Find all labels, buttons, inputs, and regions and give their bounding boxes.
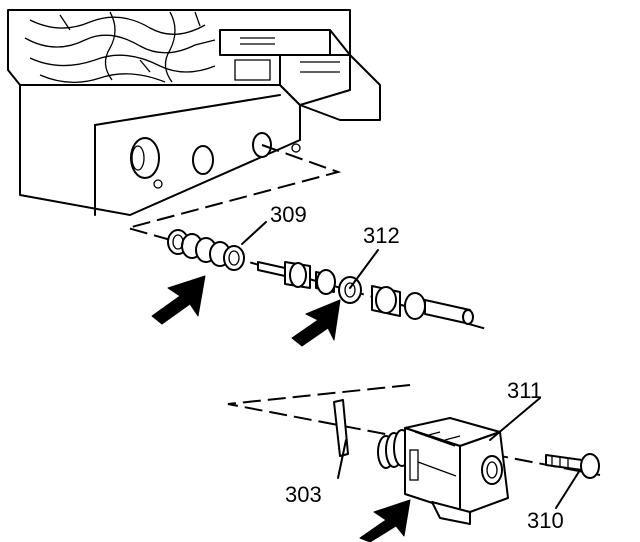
callout-311: 311 <box>507 378 542 403</box>
leader-line-310 <box>555 469 581 509</box>
leader-line-312 <box>349 249 379 289</box>
retainer-pin-part <box>333 399 349 457</box>
leader-line-303 <box>337 439 347 479</box>
valve-spool-part <box>257 261 474 325</box>
callout-309: 309 <box>270 202 307 227</box>
leader-line-311 <box>489 397 541 441</box>
valve-body-casting <box>7 9 381 216</box>
callout-303: 303 <box>285 482 322 507</box>
spring-part <box>167 229 245 271</box>
solenoid-part <box>377 417 509 525</box>
pointer-arrow-spring <box>151 275 206 325</box>
callout-312: 312 <box>363 223 400 248</box>
callout-310: 310 <box>527 508 564 533</box>
pointer-arrow-solenoid <box>359 499 411 542</box>
leader-line-309 <box>241 221 267 245</box>
bolt-part <box>545 453 600 479</box>
pointer-arrow-valve <box>291 299 341 347</box>
